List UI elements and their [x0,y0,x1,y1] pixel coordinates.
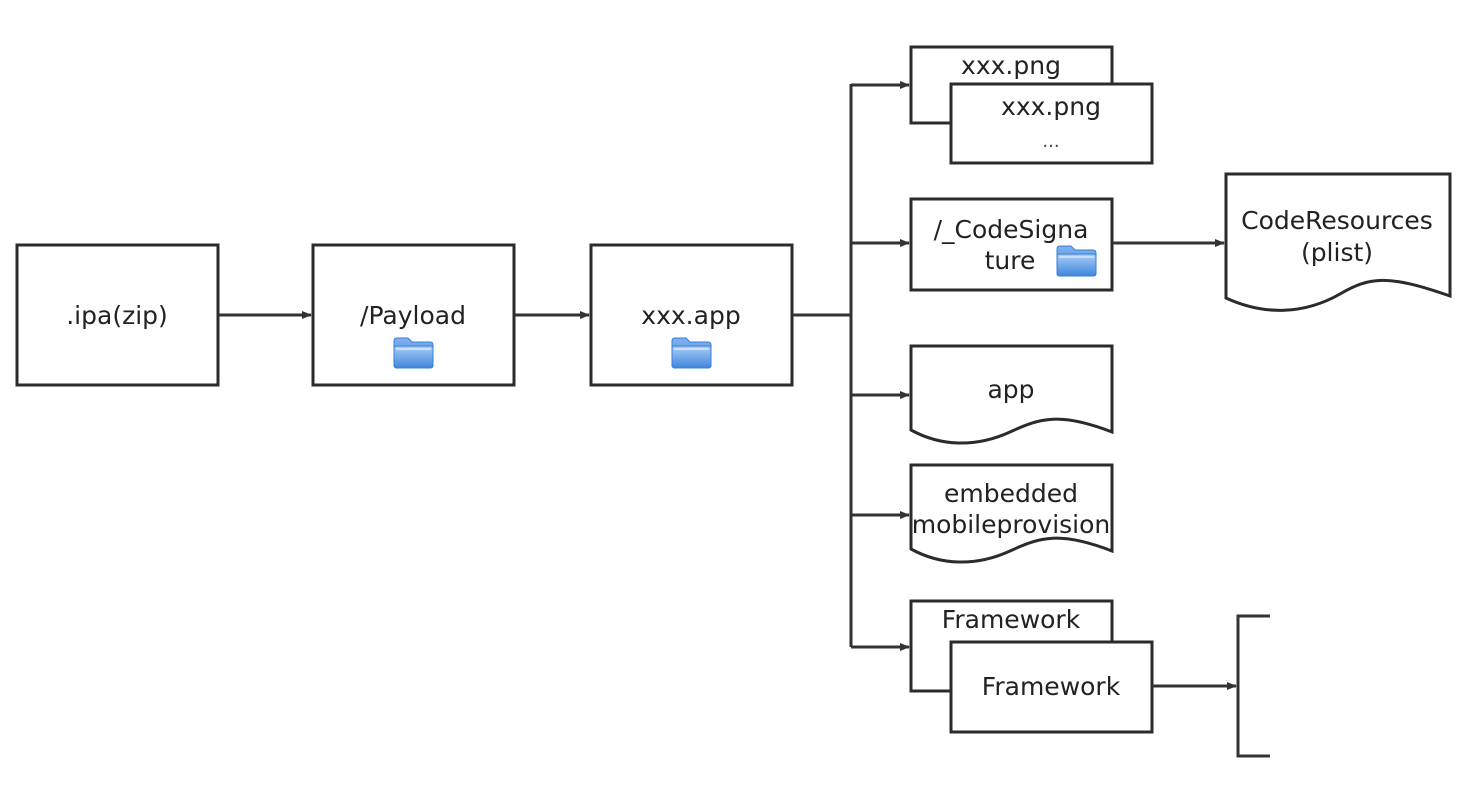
codesignature-label-line1: /_CodeSigna [934,215,1089,244]
payload-node: /Payload [311,243,516,387]
framework-back-label: Framework [942,605,1081,634]
ipa-label: .ipa(zip) [66,301,168,330]
coderesources-label-line1: CodeResources [1241,206,1433,235]
png-back-label: xxx.png [961,51,1061,80]
ipa-node: .ipa(zip) [15,243,220,387]
folder-icon [1056,245,1097,277]
embedded-label-line1: embedded [944,479,1078,508]
codesignature-label-line2: ture [985,246,1036,275]
framework-node: Framework Framework [909,599,1154,734]
app-bundle-node: xxx.app [589,243,794,387]
png-resources-node: xxx.png xxx.png ... [909,45,1154,165]
app-binary-node: app [909,344,1114,445]
coderesources-node: CodeResources (plist) [1224,172,1452,312]
codesignature-node: /_CodeSigna ture [909,197,1114,292]
embedded-provision-node: embedded mobileprovision [909,463,1114,564]
framework-front-label: Framework [982,672,1121,701]
connectors [218,81,1237,690]
app-bundle-label: xxx.app [641,301,740,330]
png-more-label: ... [1042,131,1059,152]
png-front-label: xxx.png [1001,92,1101,121]
folder-icon [393,337,434,369]
coderesources-label-line2: (plist) [1301,238,1373,267]
app-binary-label: app [987,375,1034,404]
folder-icon [671,337,712,369]
payload-label: /Payload [360,301,466,330]
embedded-label-line2: mobileprovision [912,510,1111,539]
framework-contents-bracket [1236,614,1270,758]
